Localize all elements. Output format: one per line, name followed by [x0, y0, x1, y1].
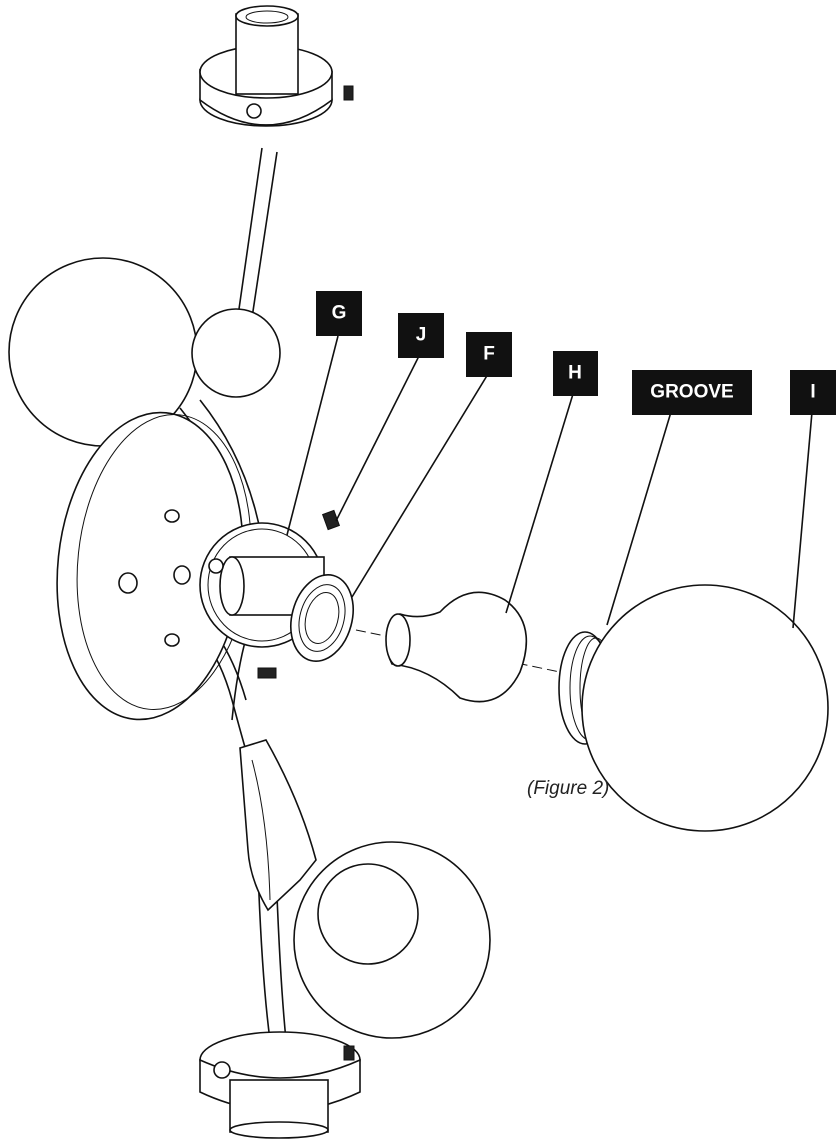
label-groove: GROOVE: [632, 370, 752, 415]
wall-backplate: [56, 411, 252, 721]
figure-caption: (Figure 2): [527, 778, 610, 799]
label-groove-text: GROOVE: [650, 382, 733, 403]
label-g: G: [316, 291, 362, 336]
label-i-text: I: [810, 382, 815, 403]
label-i: I: [790, 370, 836, 415]
label-f: F: [466, 332, 512, 377]
label-j-text: J: [416, 325, 427, 346]
label-h: H: [553, 351, 598, 396]
leader-g: [286, 335, 339, 536]
leader-f: [351, 373, 489, 598]
upper-small-sphere: [191, 308, 281, 398]
leader-lines: [286, 335, 813, 629]
label-h-text: H: [568, 363, 582, 384]
leader-i: [792, 411, 813, 629]
label-f-text: F: [483, 344, 495, 365]
label-g-text: G: [332, 303, 347, 324]
glass-globe: [558, 584, 829, 832]
leader-groove: [606, 411, 672, 626]
lower-arm: [239, 739, 317, 1041]
lower-globe: [293, 841, 491, 1039]
bottom-socket-cup: [199, 1031, 361, 1139]
leader-h: [505, 393, 574, 614]
top-socket-cup: [199, 5, 354, 332]
light-bulb: [355, 591, 561, 703]
socket-ring: [290, 573, 354, 663]
leader-j: [335, 353, 421, 522]
label-j: J: [398, 313, 444, 358]
